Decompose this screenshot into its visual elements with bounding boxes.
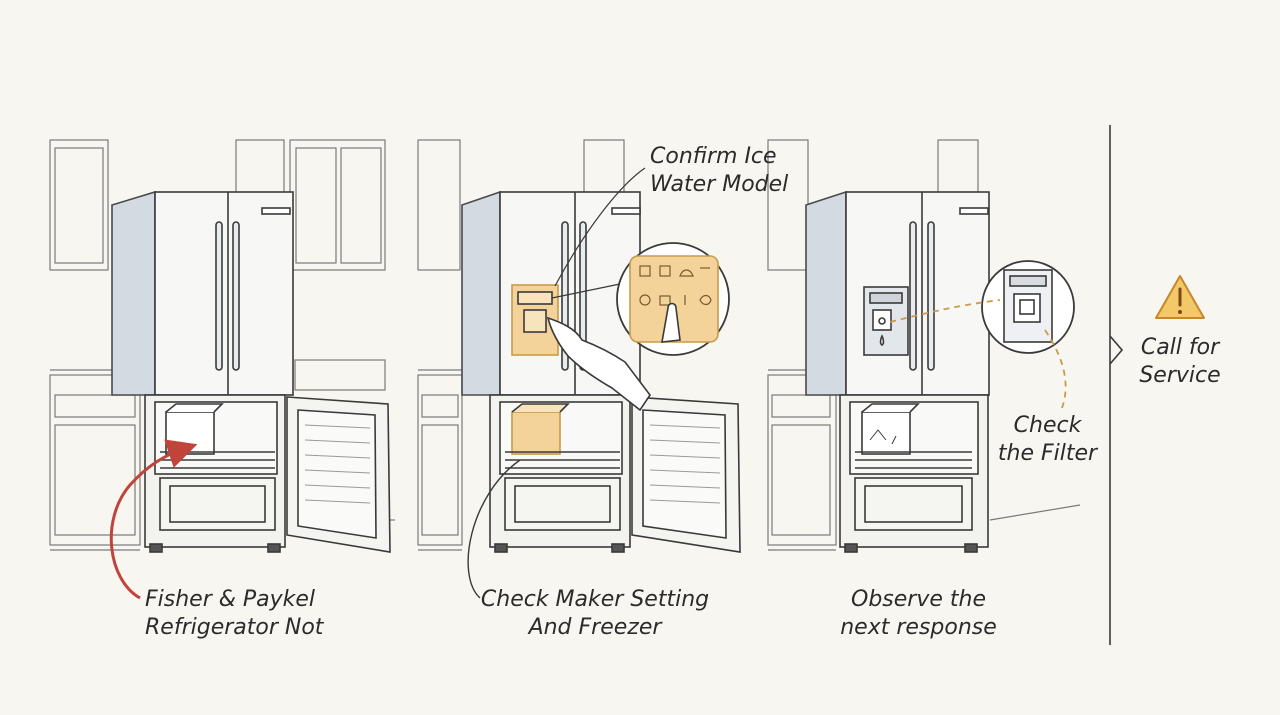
step-2-label: Check Maker Setting And Freezer: [480, 586, 710, 642]
divider-notch: [1109, 335, 1124, 365]
check-filter-callout: Check the Filter: [990, 412, 1105, 468]
call-for-service-label: Call for Service: [1130, 334, 1230, 390]
filter-callout-line-2: the Filter: [997, 441, 1098, 466]
panel-3: [767, 139, 1081, 553]
panel-2: [417, 139, 741, 599]
final-label-line-2: Service: [1139, 363, 1221, 388]
hand-icon: [546, 316, 651, 412]
step-1-label-line-2: Refrigerator Not: [145, 615, 324, 640]
step-2-label-line-2: And Freezer: [528, 615, 662, 640]
step-1-label: Fisher & Paykel Refrigerator Not: [145, 586, 323, 642]
filter-callout-line-1: Check: [1013, 413, 1082, 438]
final-label-line-1: Call for: [1140, 335, 1220, 360]
confirm-model-callout: Confirm Ice Water Model: [650, 143, 788, 199]
confirm-callout-line-2: Water Model: [650, 172, 789, 197]
step-3-label: Observe the next response: [836, 586, 1001, 642]
red-arrow-icon: [109, 439, 198, 600]
confirm-callout-line-1: Confirm Ice: [650, 144, 777, 169]
step-3-label-line-2: next response: [840, 615, 997, 640]
warning-triangle-icon: [1155, 275, 1205, 319]
step-3-label-line-1: Observe the: [851, 587, 986, 612]
kitchen-cabinets-1: [49, 139, 395, 551]
step-1-label-line-1: Fisher & Paykel: [145, 587, 316, 612]
panel-1: [49, 139, 395, 553]
step-2-label-line-1: Check Maker Setting: [480, 587, 710, 612]
